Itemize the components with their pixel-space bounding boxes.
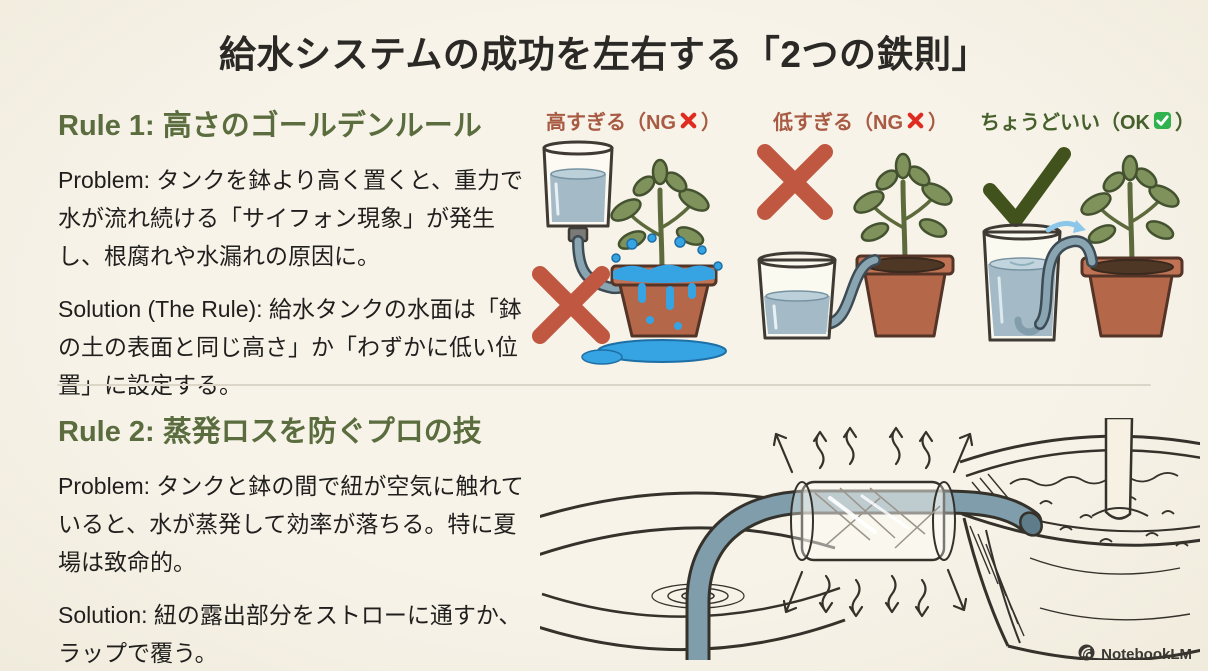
rule1-illustrations: 高すぎる（NG ） (520, 104, 1202, 374)
x-mark-icon (906, 111, 925, 130)
rule1-solution-text: Solution (The Rule): 給水タンクの水面は「鉢の土の表面と同じ… (58, 296, 522, 398)
label-text: 高すぎる（NG (546, 111, 676, 134)
panel-too-high: 高すぎる（NG ） (520, 104, 747, 374)
panel-just-right: ちょうどいい（OK ） (974, 104, 1201, 374)
rule2-problem-text: Problem: タンクと鉢の間で紐が空気に触れていると、水が蒸発して効率が落ち… (58, 473, 524, 575)
brand-footer: NotebookLM (1078, 644, 1192, 665)
panel-too-high-label: 高すぎる（NG ） (520, 104, 747, 136)
rule2-solution-text: Solution: 紐の露出部分をストローに通すか、ラップで覆う。 (58, 602, 522, 666)
label-text: ちょうどいい（OK (980, 111, 1150, 134)
illustration-tank-too-high (532, 140, 727, 365)
illustration-wrapped-wick (540, 418, 1200, 660)
rule2-section: Rule 2: 蒸発ロスを防ぐプロの技 Problem: タンクと鉢の間で紐が空… (58, 408, 526, 671)
panel-too-low-label: 低すぎる（NG ） (747, 104, 974, 136)
illustration-tank-too-low (757, 144, 955, 340)
panel-just-right-label: ちょうどいい（OK ） (974, 104, 1201, 136)
label-text: ） (928, 111, 948, 134)
illustration-tank-level-ok (982, 147, 1184, 342)
section-divider (57, 384, 1151, 386)
rule1-section: Rule 1: 高さのゴールデンルール Problem: タンクを鉢より高く置く… (58, 102, 526, 419)
label-text: ） (1175, 111, 1195, 134)
label-text: ） (701, 111, 721, 134)
label-text: 低すぎる（NG (773, 111, 903, 134)
rule1-problem-text: Problem: タンクを鉢より高く置くと、重力で水が流れ続ける「サイフォン現象… (58, 167, 524, 269)
rule2-heading: Rule 2: 蒸発ロスを防ぐプロの技 (58, 416, 482, 448)
brand-name: NotebookLM (1101, 646, 1192, 663)
panel-too-low: 低すぎる（NG ） (747, 104, 974, 374)
notebooklm-icon (1078, 644, 1095, 665)
check-mark-icon (1153, 111, 1172, 130)
page-title: 給水システムの成功を左右する「2つの鉄則」 (219, 34, 989, 75)
x-mark-icon (679, 111, 698, 130)
rule1-heading: Rule 1: 高さのゴールデンルール (58, 110, 482, 142)
